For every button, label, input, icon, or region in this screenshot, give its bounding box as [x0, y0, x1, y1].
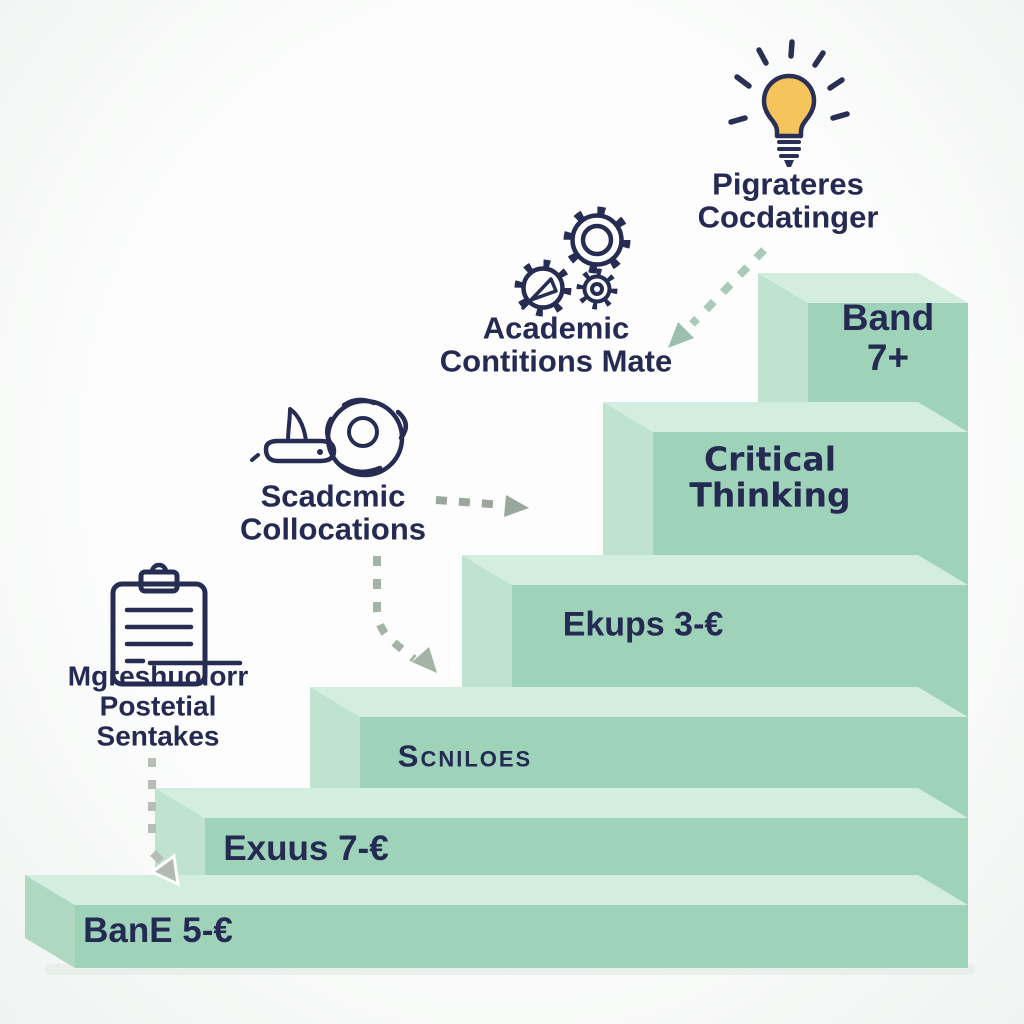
step-label-critical-thinking: Critical Thinking	[689, 439, 851, 514]
step-label-band-5: BanE 5-€	[83, 911, 233, 951]
step-label-band-7: Exuus 7-€	[223, 829, 389, 869]
step-label-scniloes: Scniloes	[397, 738, 533, 774]
arrow-clipboard-down	[148, 758, 180, 887]
arrow-globe-down	[373, 556, 437, 673]
globe-icon	[250, 397, 408, 478]
staircase	[25, 273, 968, 968]
callout-label-gears: Academic Contitions Mate	[439, 310, 673, 379]
step-label-ekups: Ekups 3-€	[562, 605, 724, 644]
callout-label-clipboard: Mgreshuoiorr Postetial Sentakes	[67, 660, 249, 753]
step-label-band-7plus: Band 7+	[841, 297, 935, 378]
clipboard-icon	[110, 562, 243, 687]
arrows	[148, 247, 767, 887]
arrow-lightbulb-to-step	[668, 247, 767, 348]
arrow-globe-right	[435, 495, 529, 517]
step-1-block	[25, 875, 968, 968]
callout-label-globe: Scadcmic Collocations	[239, 478, 427, 547]
gears-icon	[514, 206, 631, 317]
lightbulb-icon	[728, 39, 850, 167]
lightbulb-rays	[728, 39, 850, 125]
callout-label-lightbulb: Pigrateres Cocdatinger	[697, 166, 879, 235]
